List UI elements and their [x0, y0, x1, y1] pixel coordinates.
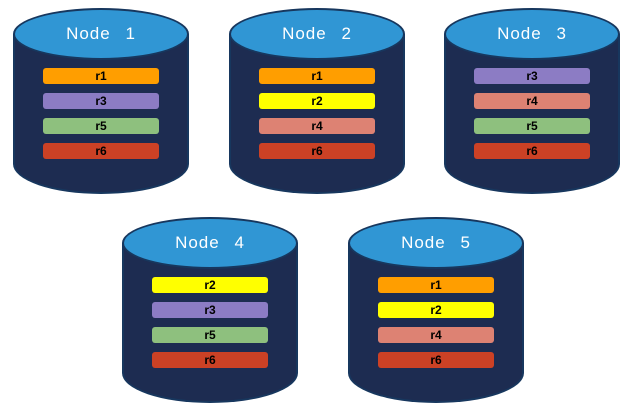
- replica-bar-r4: r4: [377, 327, 495, 343]
- database-node-3: Node 3 r3 r4 r5 r6: [444, 8, 620, 194]
- node-title: Node 2: [282, 24, 352, 43]
- replica-bar-r6: r6: [151, 352, 269, 368]
- cylinder-top: Node 5: [348, 217, 524, 269]
- cylinder-top: Node 4: [122, 217, 298, 269]
- database-node-2: Node 2 r1 r2 r4 r6: [229, 8, 405, 194]
- replica-bar-r2: r2: [151, 277, 269, 293]
- cylinder-body: [229, 34, 405, 194]
- replica-list: r2 r3 r5 r6: [151, 277, 269, 377]
- replica-bar-r6: r6: [473, 143, 591, 159]
- replica-bar-r5: r5: [151, 327, 269, 343]
- replica-bar-r3: r3: [42, 93, 160, 109]
- node-title: Node 1: [66, 24, 136, 43]
- cylinder-body: [348, 243, 524, 403]
- replica-bar-r1: r1: [377, 277, 495, 293]
- replica-bar-r6: r6: [42, 143, 160, 159]
- replica-list: r1 r2 r4 r6: [258, 68, 376, 168]
- replica-bar-r5: r5: [42, 118, 160, 134]
- replica-bar-r1: r1: [258, 68, 376, 84]
- replica-bar-r4: r4: [473, 93, 591, 109]
- replica-list: r3 r4 r5 r6: [473, 68, 591, 168]
- replica-list: r1 r2 r4 r6: [377, 277, 495, 377]
- node-title: Node 5: [401, 233, 471, 252]
- database-node-1: Node 1 r1 r3 r5 r6: [13, 8, 189, 194]
- cylinder-top: Node 1: [13, 8, 189, 60]
- replica-bar-r6: r6: [377, 352, 495, 368]
- cylinder-body: [122, 243, 298, 403]
- cylinder-body: [444, 34, 620, 194]
- replica-list: r1 r3 r5 r6: [42, 68, 160, 168]
- replica-bar-r4: r4: [258, 118, 376, 134]
- cylinder-top: Node 2: [229, 8, 405, 60]
- cylinder-top: Node 3: [444, 8, 620, 60]
- replica-bar-r1: r1: [42, 68, 160, 84]
- replica-bar-r6: r6: [258, 143, 376, 159]
- replica-bar-r3: r3: [473, 68, 591, 84]
- replica-bar-r2: r2: [258, 93, 376, 109]
- node-title: Node 3: [497, 24, 567, 43]
- replica-bar-r5: r5: [473, 118, 591, 134]
- cylinder-body: [13, 34, 189, 194]
- database-node-5: Node 5 r1 r2 r4 r6: [348, 217, 524, 403]
- node-title: Node 4: [175, 233, 245, 252]
- replica-bar-r2: r2: [377, 302, 495, 318]
- replica-bar-r3: r3: [151, 302, 269, 318]
- database-node-4: Node 4 r2 r3 r5 r6: [122, 217, 298, 403]
